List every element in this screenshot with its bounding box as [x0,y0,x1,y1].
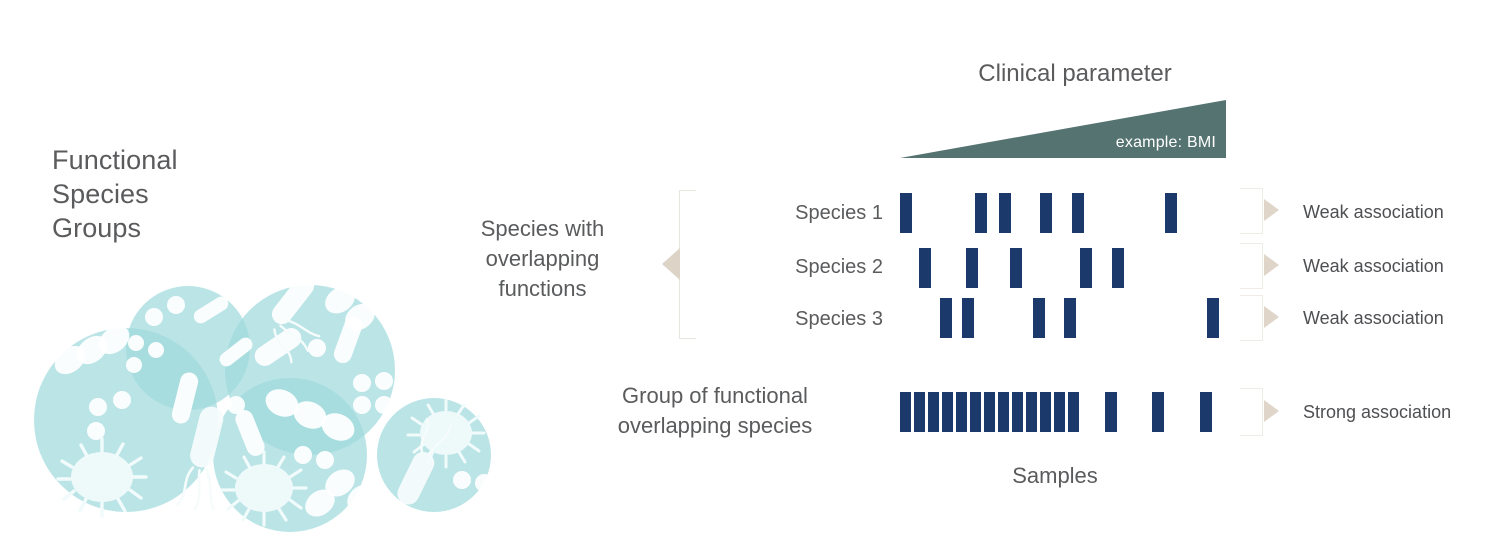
occurrence-bar [940,298,952,338]
triangle-left-icon [662,248,680,280]
species-group-bracket [679,190,696,339]
occurrence-bar [900,193,912,233]
association-label-strong: Strong association [1303,402,1452,422]
occurrence-bar [914,392,925,432]
occurrence-bar [1040,392,1051,432]
triangle-right-icon [1264,306,1279,328]
clinical-parameter-title: Clinical parameter [978,60,1172,87]
overlapping-functions-label: Species with overlapping functions [480,216,605,301]
functional-species-groups-title: Functional Species Groups [52,145,178,243]
association-label-1: Weak association [1303,202,1444,222]
occurrence-bar [998,392,1009,432]
occurrence-bar [1105,392,1117,432]
occurrence-bar [1112,248,1124,288]
occurrence-bar [1054,392,1065,432]
triangle-right-icon [1264,254,1279,276]
occurrence-bar [1068,392,1079,432]
triangle-right-icon [1264,199,1279,221]
samples-axis-label: Samples [1012,463,1098,488]
occurrence-bar [1026,392,1037,432]
bmi-example-label: example: BMI [1115,134,1216,151]
occurrence-bar [1200,392,1212,432]
occurrence-bar [1072,193,1084,233]
gradient-triangle-icon: example: BMI [900,100,1226,158]
occurrence-bar [984,392,995,432]
group-track [900,392,1240,432]
occurrence-bar [1010,248,1022,288]
occurrence-bar [999,193,1011,233]
occurrence-bar [970,392,981,432]
association-label-2: Weak association [1303,256,1444,276]
species-2-label: Species 2 [795,256,883,278]
occurrence-bar [966,248,978,288]
occurrence-bar [1165,193,1177,233]
occurrence-bar [1080,248,1092,288]
triangle-right-icon [1264,400,1279,422]
species-1-track [900,193,1240,233]
strong-bracket [1240,388,1263,436]
occurrence-bar [942,392,953,432]
occurrence-bar [1012,392,1023,432]
occurrence-bar [900,392,911,432]
occurrence-bar [1064,298,1076,338]
occurrence-bar [1033,298,1045,338]
occurrence-bar [962,298,974,338]
group-of-species-label: Group of functional overlapping species [617,383,813,438]
bacteria-cluster-icon [10,255,510,540]
occurrence-bar [1207,298,1219,338]
occurrence-bar [975,193,987,233]
species-3-track [900,298,1240,338]
occurrence-bar [928,392,939,432]
occurrence-bar [956,392,967,432]
species-1-label: Species 1 [795,202,883,224]
occurrence-bar [1040,193,1052,233]
weak-bracket-3 [1240,295,1263,341]
species-3-label: Species 3 [795,308,883,330]
weak-bracket-1 [1240,188,1263,234]
species-2-track [900,248,1240,288]
occurrence-bar [919,248,931,288]
occurrence-bar [1152,392,1164,432]
weak-bracket-2 [1240,243,1263,289]
association-label-3: Weak association [1303,308,1444,328]
